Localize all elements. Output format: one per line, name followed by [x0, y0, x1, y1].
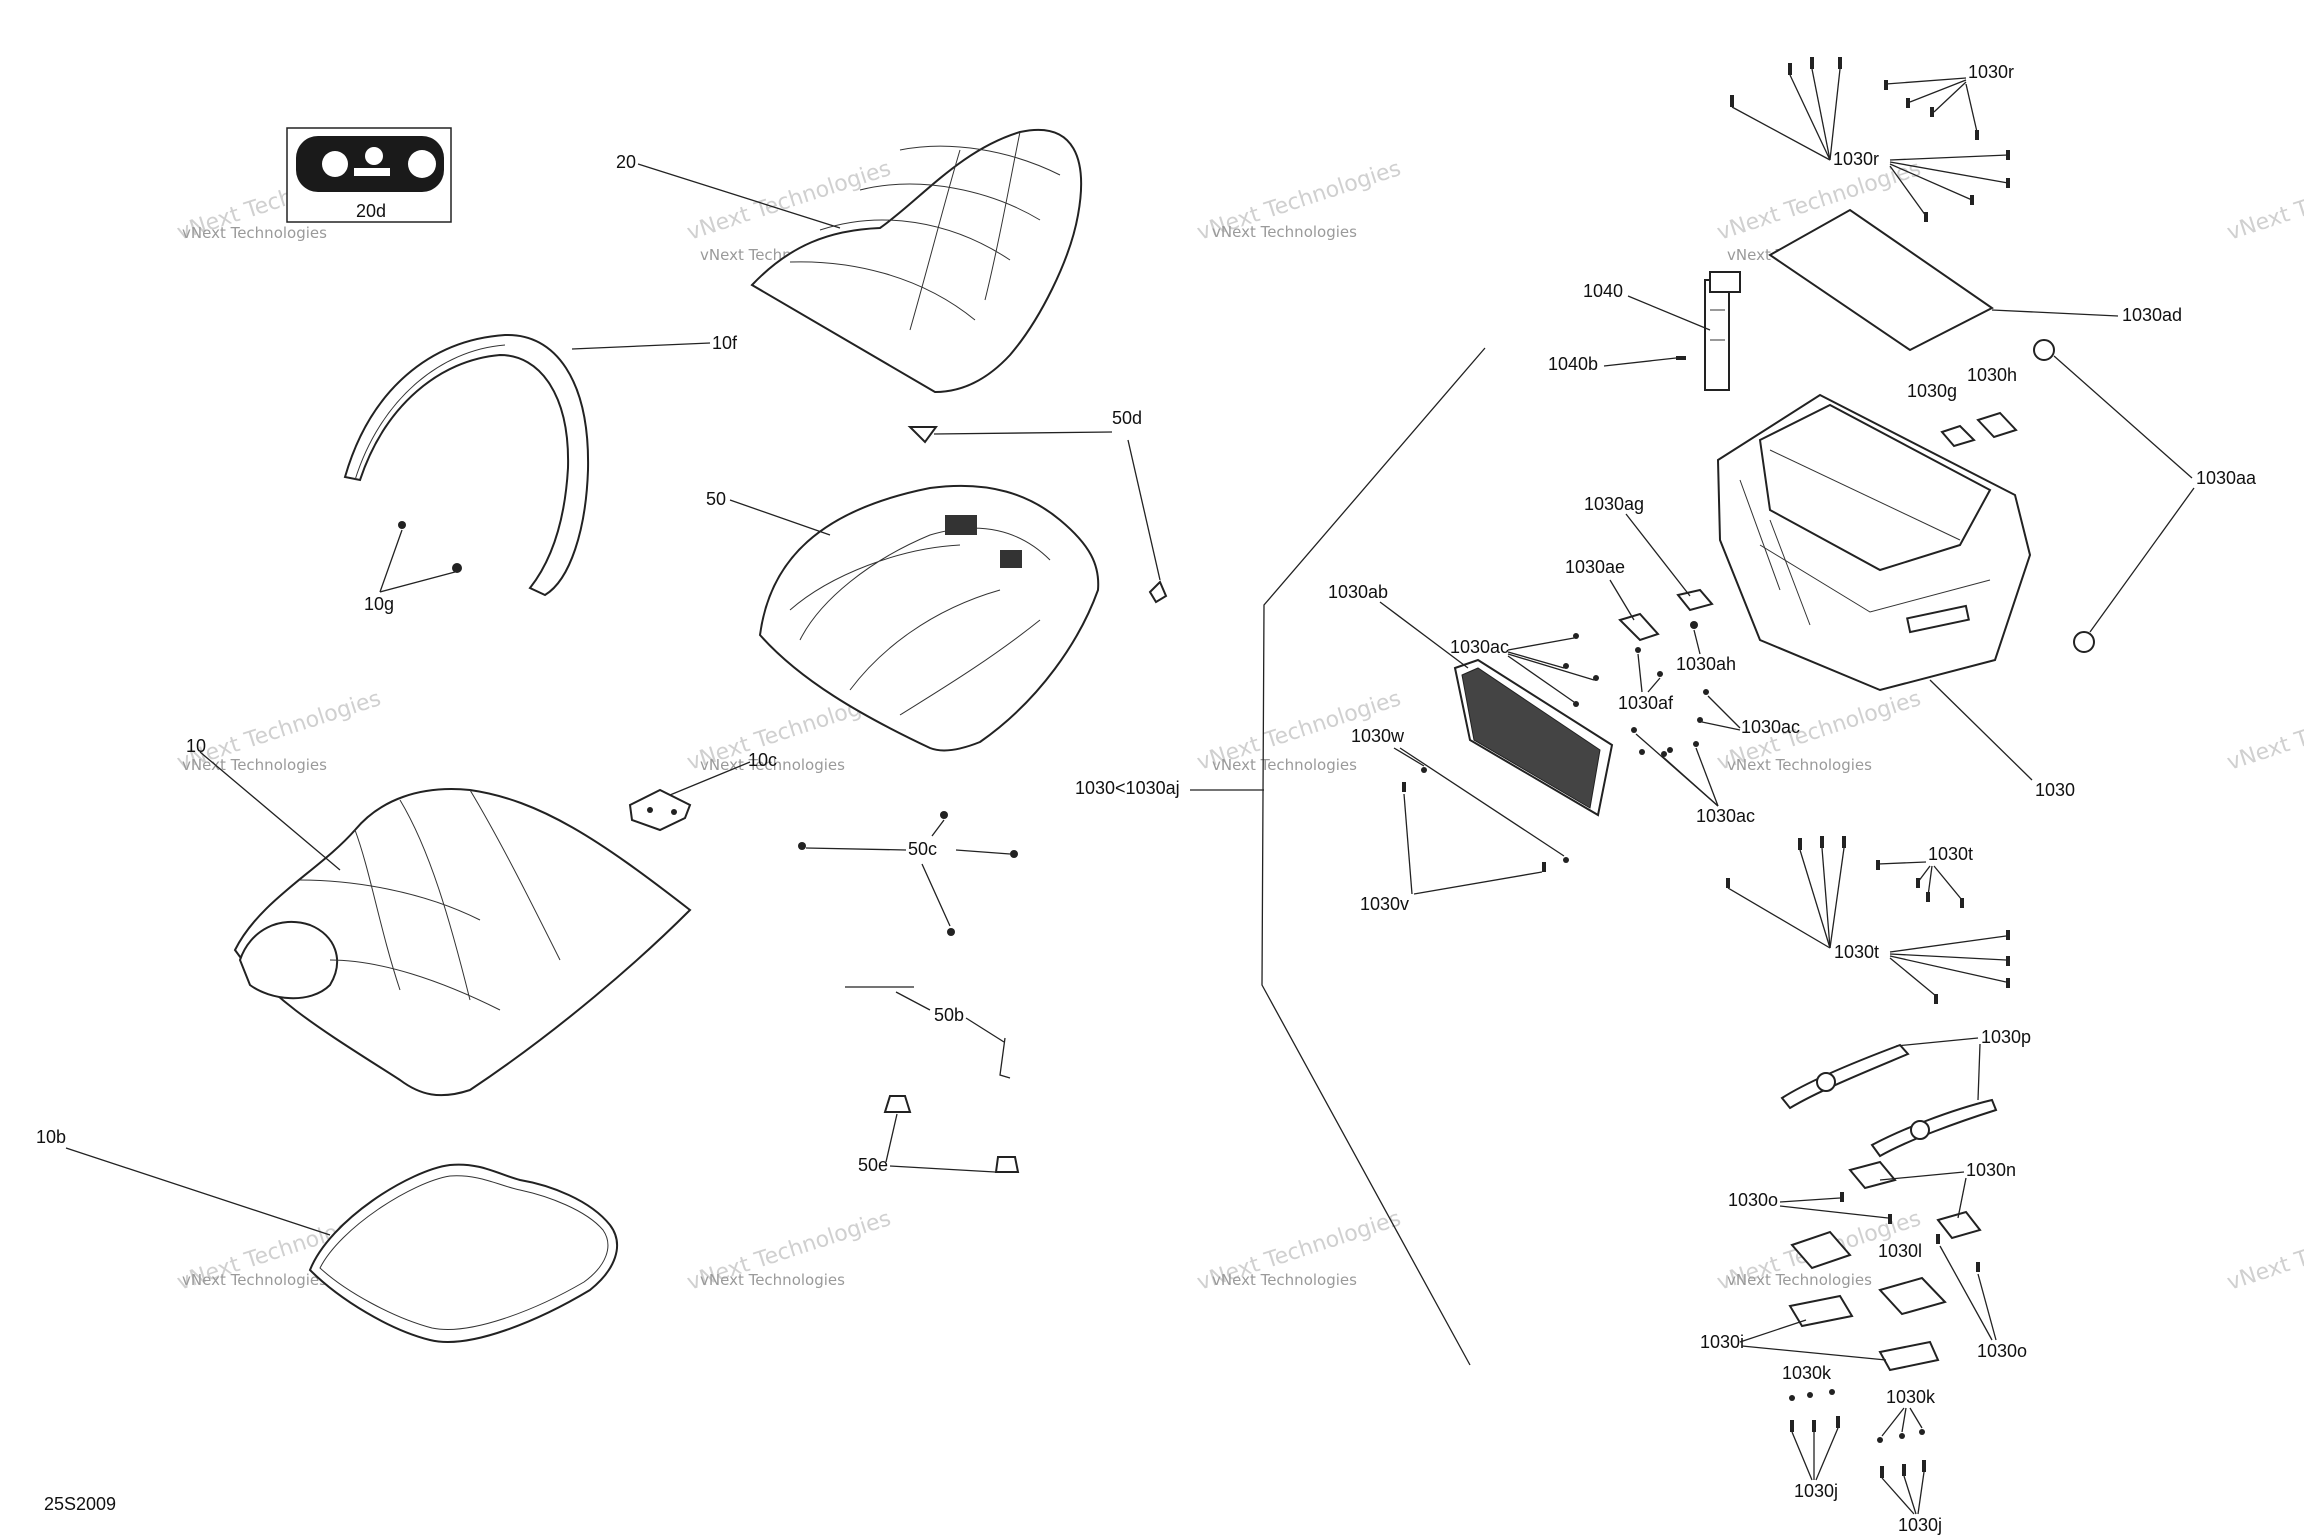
watermark-small: vNext Technologies [1212, 1271, 1357, 1289]
callout-1030ad: 1030ad [2122, 305, 2182, 325]
watermark-small: vNext Technologies [1727, 1271, 1872, 1289]
screws-1030v: 1030v [1360, 782, 1546, 914]
watermark-small: vNext Technologies [700, 1271, 845, 1289]
callout-1030j-right: 1030j [1898, 1515, 1942, 1535]
callout-1030g: 1030g [1907, 381, 1957, 401]
rear-seat-20: 20 [616, 129, 1083, 394]
callout-20: 20 [616, 152, 636, 172]
figure-code: 25S2009 [44, 1494, 116, 1514]
callout-1030i: 1030i [1700, 1332, 1744, 1352]
screws-1030r: 1030r 1030r [1730, 57, 2014, 222]
fasteners-50c: 50c [798, 811, 1018, 936]
seat-base-50: 50 [706, 484, 1100, 752]
callout-1030j-left: 1030j [1794, 1481, 1838, 1501]
callout-1030ac-bottom: 1030ac [1696, 806, 1755, 826]
watermark-small: vNext Technologies [1727, 756, 1872, 774]
hardware-1030k: 1030k 1030k [1782, 1363, 1936, 1443]
screws-1030t: 1030t 1030t [1726, 836, 2010, 1004]
callout-50: 50 [706, 489, 726, 509]
callout-50d: 50d [1112, 408, 1142, 428]
latches-1030n: 1030n [1848, 1160, 2016, 1240]
callout-1030: 1030 [2035, 780, 2075, 800]
callout-1030t: 1030t [1834, 942, 1879, 962]
fasteners-10g: 10g [364, 521, 462, 614]
callout-10f: 10f [712, 333, 738, 353]
handles-1030p: 1030p [1780, 1027, 2031, 1158]
callout-1030k-right: 1030k [1886, 1387, 1936, 1407]
screws-1030o: 1030o 1030o [1728, 1190, 2027, 1361]
callout-1030ae: 1030ae [1565, 557, 1625, 577]
callout-1030o-top: 1030o [1728, 1190, 1778, 1210]
callout-1030o: 1030o [1977, 1341, 2027, 1361]
watermark: vNext Technologies [2224, 156, 2304, 245]
callout-1030ab: 1030ab [1328, 582, 1388, 602]
brackets-1030i: 1030i [1700, 1294, 1940, 1372]
gasket-10b: 10b [36, 1127, 619, 1343]
watermark: vNext Technologies [2224, 686, 2304, 775]
callout-1030l: 1030l [1878, 1241, 1922, 1261]
callout-1030af: 1030af [1618, 693, 1674, 713]
clips-50d: 50d [907, 408, 1168, 604]
rod-50b: 50b [845, 986, 1011, 1079]
callout-1030ac-mid: 1030ac [1741, 717, 1800, 737]
callout-1030v: 1030v [1360, 894, 1409, 914]
callout-1030w: 1030w [1351, 726, 1405, 746]
latch-10c: 10c [628, 750, 777, 832]
callout-10c: 10c [748, 750, 777, 770]
grommets-50e: 50e [858, 1095, 1020, 1175]
callout-1040: 1040 [1583, 281, 1623, 301]
callout-1030aa: 1030aa [2196, 468, 2257, 488]
hardware-1030ag: 1030ag [1584, 494, 1714, 612]
callout-1040b: 1040b [1548, 354, 1598, 374]
pads-1030l: 1030l [1790, 1230, 1947, 1316]
watermark-small: vNext Technologies [1212, 223, 1357, 241]
watermark-small: vNext Technologies [182, 1271, 327, 1289]
callout-50b: 50b [934, 1005, 964, 1025]
callout-1030n: 1030n [1966, 1160, 2016, 1180]
watermark: vNext Technologies [2224, 1206, 2304, 1295]
callout-1030ac-top: 1030ac [1450, 637, 1509, 657]
labels-1030g-h: 1030g 1030h [1907, 365, 2018, 448]
strap-10f: 10f [343, 333, 738, 597]
callout-1030ag: 1030ag [1584, 494, 1644, 514]
decal-20d: 20d [286, 127, 452, 223]
callout-50e: 50e [858, 1155, 888, 1175]
panel-1030ab: 1030ab [1328, 582, 1614, 817]
hardware-1030af: 1030af [1618, 647, 1674, 713]
front-seat-10: 10 [186, 736, 692, 1097]
mat-1030ad: 1030ad [1768, 208, 2182, 352]
watermark-small: vNext Technologies [700, 756, 845, 774]
cooler-1030: 1030 [1716, 393, 2075, 800]
screws-1030j: 1030j 1030j [1790, 1416, 1942, 1535]
knobs-1030aa: 1030aa [2033, 339, 2257, 653]
callout-10b: 10b [36, 1127, 66, 1147]
hardware-1030ah: 1030ah [1676, 621, 1736, 674]
assembly-bracket: 1030<1030aj [1075, 347, 1486, 1366]
callout-10g: 10g [364, 594, 394, 614]
callout-1030p: 1030p [1981, 1027, 2031, 1047]
screws-1030w: 1030w [1351, 726, 1569, 863]
holder-1040: 1040 [1583, 271, 1741, 391]
watermark-small: vNext Technologies [1212, 756, 1357, 774]
hardware-1030ae: 1030ae [1565, 557, 1660, 642]
watermark-small: vNext Technologies [182, 756, 327, 774]
callout-10: 10 [186, 736, 206, 756]
watermarks: vNext Technologies vNext Technologies vN… [174, 156, 2304, 1295]
screw-1040b: 1040b [1548, 354, 1686, 374]
watermark-small: vNext Technologies [182, 224, 327, 242]
callout-1030t-top: 1030t [1928, 844, 1973, 864]
callout-1030k-left: 1030k [1782, 1363, 1832, 1383]
callout-1030h: 1030h [1967, 365, 2017, 385]
callout-1030aj: 1030<1030aj [1075, 778, 1180, 798]
callout-50c: 50c [908, 839, 937, 859]
callout-1030ah: 1030ah [1676, 654, 1736, 674]
callout-1030r: 1030r [1833, 149, 1879, 169]
callout-20d: 20d [356, 201, 386, 221]
callout-1030r-top: 1030r [1968, 62, 2014, 82]
screws-1030ac: 1030ac 1030ac 1030ac [1450, 633, 1800, 826]
